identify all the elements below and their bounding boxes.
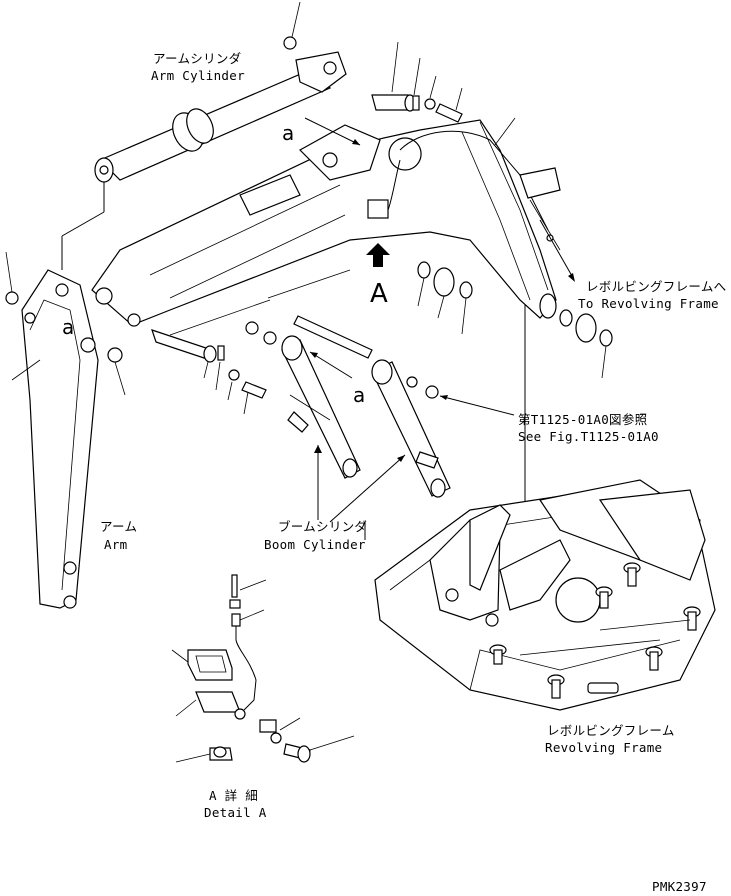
boom — [91, 119, 557, 327]
revolving-frame-label-jp: レボルビングフレーム — [547, 723, 675, 738]
to-revolving-label-en: To Revolving Frame — [578, 296, 719, 311]
see-fig-label-jp: 第T1125-01A0図参照 — [518, 412, 647, 427]
arm-cylinder-label-en: Arm Cylinder — [151, 68, 245, 83]
drawing-code: PMK2397 — [652, 879, 707, 894]
ref-a-arm: a — [62, 315, 74, 339]
ref-a-cylinder: a — [353, 383, 365, 407]
boom-cylinder-label-jp: ブームシリンダ — [278, 519, 367, 534]
revolving-frame — [374, 479, 716, 711]
detail-a — [171, 574, 355, 763]
boom-cylinder-label-en: Boom Cylinder — [264, 537, 366, 552]
arm — [5, 251, 126, 609]
detail-a-label-en: Detail A — [204, 805, 267, 820]
ref-a-top: a — [282, 121, 294, 145]
arm-label-en: Arm — [104, 537, 127, 552]
revolving-frame-label-en: Revolving Frame — [545, 740, 662, 755]
arm-cylinder-label-jp: アームシリンダ — [153, 51, 241, 66]
see-fig-label-en: See Fig.T1125-01A0 — [518, 429, 659, 444]
boom-foot-bushings — [417, 261, 613, 379]
boom-cylinder-left — [281, 335, 361, 479]
boom-cylinder-right — [371, 359, 451, 498]
to-revolving-label-jp: レボルビングフレームへ — [586, 279, 726, 294]
detail-a-label-jp: A 詳 細 — [209, 788, 258, 803]
cylinder-pin — [245, 269, 439, 399]
arm-cylinder — [61, 51, 347, 270]
view-a-arrow — [366, 243, 390, 267]
arm-label-jp: アーム — [100, 519, 137, 534]
boom-top-parts — [371, 41, 463, 123]
boom-pin-set — [151, 299, 271, 415]
view-a-label: A — [370, 279, 388, 309]
